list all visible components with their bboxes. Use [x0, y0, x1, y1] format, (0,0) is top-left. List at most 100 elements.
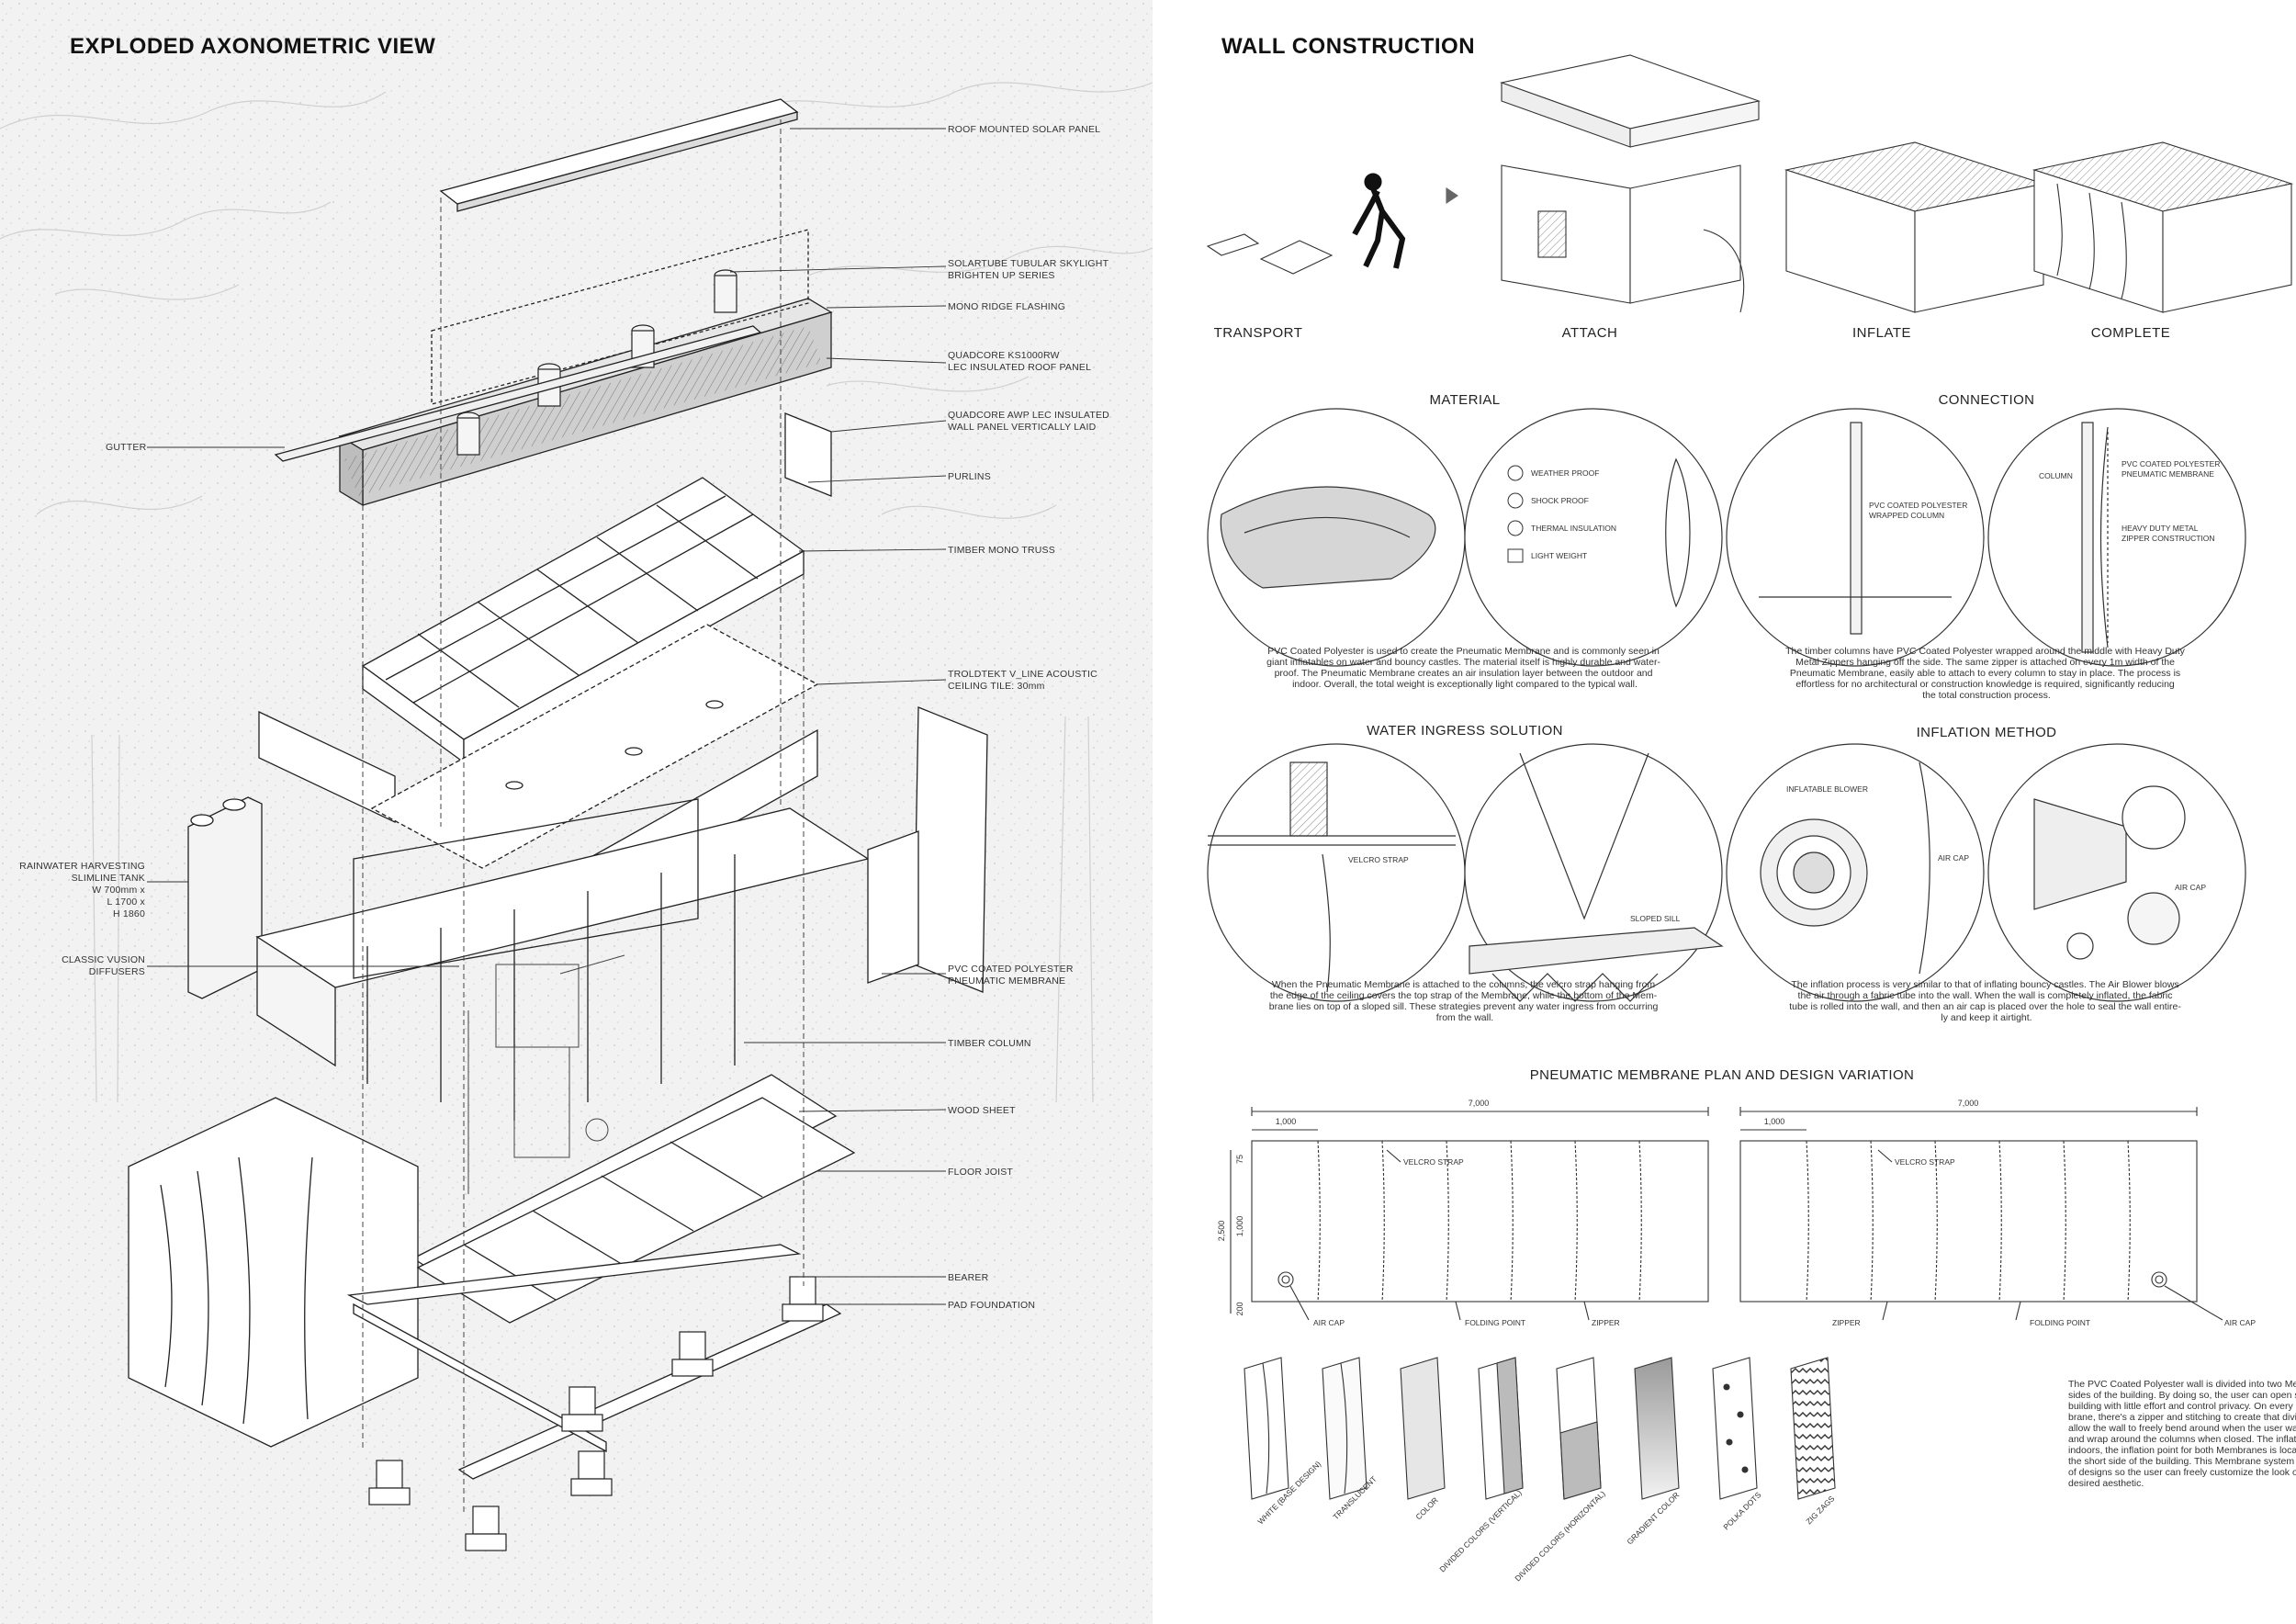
svg-text:1,000: 1,000 [1764, 1117, 1785, 1126]
connection-heading: CONNECTION [1939, 392, 2035, 408]
interior-kitchen [467, 954, 625, 1194]
svg-text:1,000: 1,000 [1235, 1216, 1244, 1237]
plan-paragraph: The PVC Coated Polyester wall is divided… [2068, 1379, 2296, 1489]
inflation-paragraph: The inflation process is very similar to… [1789, 979, 2184, 1023]
svg-text:COMPLETE: COMPLETE [2091, 325, 2171, 341]
water-paragraph: When the Pneumatic Membrane is attached … [1269, 979, 1660, 1023]
plan-right-labels: 7,000 1,000 VELCRO STRAP AIR CAP FOLDING… [1764, 1099, 2257, 1327]
svg-text:75: 75 [1235, 1155, 1244, 1164]
svg-text:COLOR: COLOR [1413, 1495, 1439, 1521]
transport-roll [1259, 240, 1334, 275]
svg-text:ATTACH: ATTACH [1562, 325, 1618, 341]
water-labels: VELCRO STRAP SLOPED SILL [1348, 855, 1681, 923]
membrane-end-block [128, 1097, 419, 1448]
water-heading: WATER INGRESS SOLUTION [1367, 723, 1563, 739]
material-paragraph: PVC Coated Polyester is used to create t… [1266, 646, 1663, 690]
svg-text:FLOOR JOIST: FLOOR JOIST [948, 1167, 1013, 1178]
water-circles [1207, 743, 1724, 1002]
svg-text:VELCRO STRAP: VELCRO STRAP [1895, 1157, 1955, 1167]
svg-text:THERMAL INSULATION: THERMAL INSULATION [1531, 524, 1616, 533]
svg-text:AIR CAP: AIR CAP [2224, 1318, 2256, 1327]
wall-construction-panel: WALL CONSTRUCTION TRANSPORT ATTACH INFLA… [1153, 0, 2296, 1624]
svg-text:GUTTER: GUTTER [106, 442, 147, 453]
thermal-icon [1507, 520, 1524, 536]
svg-text:COLUMN: COLUMN [2039, 471, 2073, 480]
material-properties: WEATHER PROOF SHOCK PROOF THERMAL INSULA… [1507, 465, 1616, 563]
svg-text:200: 200 [1235, 1302, 1244, 1315]
process-steps: TRANSPORT ATTACH INFLATE COMPLETE [1214, 325, 2171, 341]
svg-text:2,500: 2,500 [1217, 1221, 1226, 1242]
svg-text:INFLATABLE BLOWER: INFLATABLE BLOWER [1786, 784, 1868, 794]
transport-sheet [1206, 233, 1260, 256]
svg-text:ZIPPER: ZIPPER [1592, 1318, 1620, 1327]
svg-text:AIR CAP: AIR CAP [1938, 853, 1969, 863]
svg-text:TIMBER MONO TRUSS: TIMBER MONO TRUSS [948, 545, 1055, 556]
plan-right [1739, 1107, 2223, 1321]
svg-text:FOLDING POINT: FOLDING POINT [1465, 1318, 1525, 1327]
alignment-lines [362, 119, 805, 1516]
svg-text:TRANSPORT: TRANSPORT [1214, 325, 1303, 341]
wall-construction-drawing: WALL CONSTRUCTION TRANSPORT ATTACH INFLA… [1206, 34, 2296, 1584]
inflation-heading: INFLATION METHOD [1917, 725, 2057, 740]
plan-left [1230, 1107, 1709, 1321]
variation-white [1244, 1357, 1289, 1500]
bearer-layer [346, 1244, 842, 1480]
svg-text:DIVIDED COLORS (VERTICAL): DIVIDED COLORS (VERTICAL) [1437, 1488, 1524, 1574]
svg-text:ROOF MOUNTED SOLAR PANEL: ROOF MOUNTED SOLAR PANEL [948, 124, 1100, 135]
svg-text:DIVIDED COLORS (HORIZONTAL): DIVIDED COLORS (HORIZONTAL) [1513, 1489, 1607, 1584]
svg-text:WOOD SHEET: WOOD SHEET [948, 1105, 1016, 1116]
svg-text:BEARER: BEARER [948, 1272, 989, 1283]
process-illustrations [1206, 54, 2294, 313]
wall-layer [255, 706, 988, 1121]
svg-text:TIMBER COLUMN: TIMBER COLUMN [948, 1038, 1031, 1049]
svg-text:MONO RIDGE FLASHING: MONO RIDGE FLASHING [948, 301, 1065, 312]
plan-heading: PNEUMATIC MEMBRANE PLAN AND DESIGN VARIA… [1530, 1067, 1915, 1083]
svg-text:SHOCK PROOF: SHOCK PROOF [1531, 496, 1589, 505]
material-heading: MATERIAL [1429, 392, 1500, 408]
variation-polka-dots [1712, 1357, 1758, 1500]
design-variations [1244, 1357, 1836, 1500]
svg-text:LIGHT WEIGHT: LIGHT WEIGHT [1531, 551, 1587, 560]
svg-text:WEATHER PROOF: WEATHER PROOF [1531, 468, 1599, 478]
callout-labels: ROOF MOUNTED SOLAR PANEL SOLARTUBE TUBUL… [19, 124, 1109, 1311]
connection-paragraph: The timber columns have PVC Coated Polye… [1785, 646, 2188, 701]
svg-text:PAD FOUNDATION: PAD FOUNDATION [948, 1300, 1035, 1311]
svg-text:FOLDING POINT: FOLDING POINT [2030, 1318, 2090, 1327]
svg-text:SLOPED SILL: SLOPED SILL [1630, 914, 1681, 923]
gutter-element [274, 325, 832, 497]
weather-icon [1507, 465, 1524, 481]
solar-panel-layer [439, 98, 799, 212]
floor-joist-layer [416, 1097, 856, 1324]
callout-solar: ROOF MOUNTED SOLAR PANEL [948, 124, 1100, 135]
connection-circles [1726, 408, 2246, 667]
truss-layer [361, 477, 805, 764]
svg-text:7,000: 7,000 [1958, 1099, 1979, 1108]
exploded-axonometric-panel: EXPLODED AXONOMETRIC VIEW [0, 0, 1153, 1624]
callout-leaders [147, 128, 947, 1305]
svg-text:AIR CAP: AIR CAP [1313, 1318, 1345, 1327]
worker-figure [1352, 186, 1406, 269]
svg-text:VELCRO STRAP: VELCRO STRAP [1348, 855, 1409, 864]
shock-icon [1507, 492, 1524, 509]
weight-icon [1507, 548, 1524, 563]
svg-text:VELCRO STRAP: VELCRO STRAP [1403, 1157, 1464, 1167]
pad-foundations [368, 1276, 824, 1551]
inflation-circles [1726, 743, 2246, 1002]
material-circles [1207, 408, 1723, 667]
svg-text:1,000: 1,000 [1276, 1117, 1297, 1126]
svg-text:ZIPPER: ZIPPER [1832, 1318, 1861, 1327]
variation-gradient [1634, 1357, 1680, 1500]
arrow-icon [1446, 186, 1458, 205]
variation-color [1400, 1357, 1446, 1500]
svg-text:7,000: 7,000 [1469, 1099, 1490, 1108]
variation-zig-zags [1790, 1357, 1836, 1500]
right-title: WALL CONSTRUCTION [1221, 34, 1475, 59]
